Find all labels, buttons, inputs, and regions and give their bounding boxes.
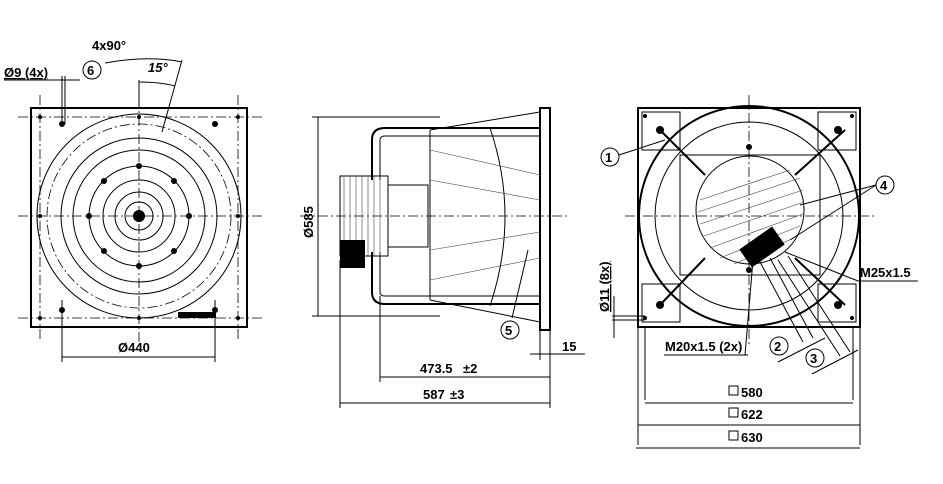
hub <box>133 210 145 222</box>
angle-offset-label: 15° <box>148 60 168 75</box>
depth-2-tolerance: ±3 <box>450 387 464 402</box>
nameplate <box>178 312 216 318</box>
thread-m25-label: M25x1.5 <box>860 265 911 280</box>
terminal-box-rear <box>739 226 785 268</box>
depth-2-label: 587 <box>423 387 445 402</box>
callout-5 <box>500 320 520 340</box>
plate-thickness-label: 15 <box>562 339 576 354</box>
outer-diameter-label: Ø585 <box>301 206 316 238</box>
inlet-diameter-label: Ø440 <box>118 340 150 355</box>
callout-2 <box>769 336 789 356</box>
rear-view: 1 4 M25x1.5 M20x1.5 (2x) 2 3 Ø11 (8x) 58… <box>597 95 918 449</box>
hole-dim-label: Ø9 (4x) <box>4 65 48 80</box>
angle-pattern-label: 4x90° <box>92 38 126 53</box>
depth-1-label: 473.5 <box>420 361 453 376</box>
callout-3 <box>805 348 825 368</box>
callout-1 <box>600 147 620 167</box>
callout-4 <box>875 175 895 195</box>
callout-5-number: 5 <box>505 323 512 338</box>
callout-1-number: 1 <box>605 150 612 165</box>
depth-1-tolerance: ±2 <box>463 361 477 376</box>
callout-2-number: 2 <box>774 339 781 354</box>
rear-hole-dim-label: Ø11 (8x) <box>597 261 612 312</box>
thread-m20-label: M20x1.5 (2x) <box>665 339 742 354</box>
callout-4-number: 4 <box>880 178 888 193</box>
side-plate <box>539 107 551 331</box>
motor-flange <box>387 184 429 248</box>
terminal-box <box>340 240 365 268</box>
callout-3-number: 3 <box>810 351 817 366</box>
side-view: Ø585 5 15 473.5 ±2 587 ±3 <box>300 107 585 408</box>
callout-6-number: 6 <box>87 63 94 78</box>
square-630-label: 630 <box>741 430 763 445</box>
callout-6 <box>82 60 102 80</box>
square-622-label: 622 <box>741 407 763 422</box>
square-580-label: 580 <box>741 385 763 400</box>
front-view: 4x90° 15° Ø9 (4x) 6 Ø440 <box>4 38 262 362</box>
scroll-ring <box>638 105 860 327</box>
